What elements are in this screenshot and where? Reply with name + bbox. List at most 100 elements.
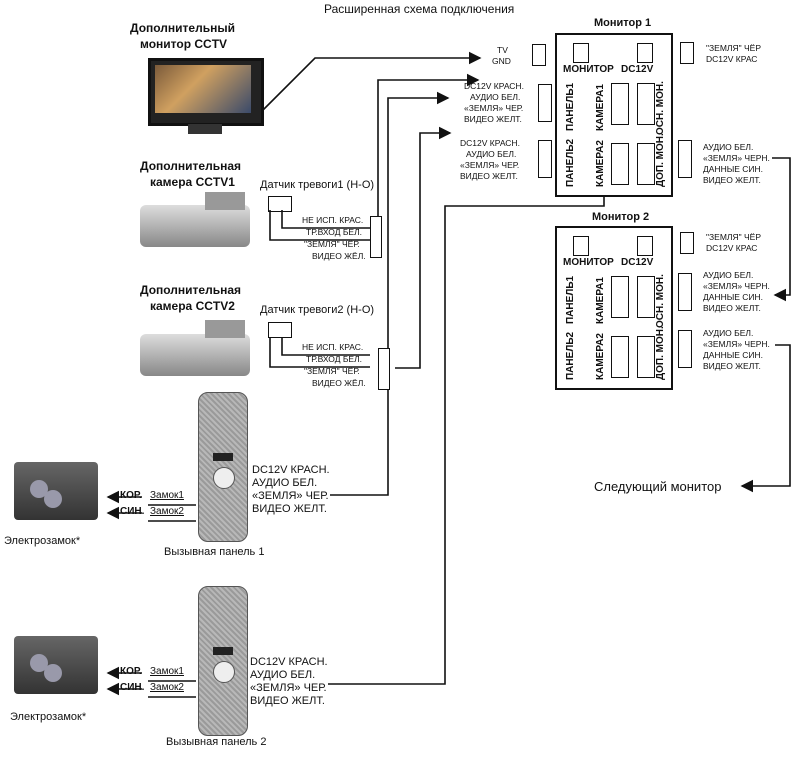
cam1-wire-0: НЕ ИСП. КРАС. (302, 215, 364, 225)
m1-p2-connector (538, 140, 552, 178)
electrolock1-image (14, 462, 98, 520)
m2-dop-w2: ДАННЫЕ СИН. (703, 350, 764, 360)
m1-dop-w3: ВИДЕО ЖЕЛТ. (703, 175, 761, 185)
m2-monitor-label: МОНИТОР (563, 257, 614, 268)
m2-camera1: КАМЕРА1 (595, 277, 606, 324)
m1-p2-w3: ВИДЕО ЖЕЛТ. (460, 171, 518, 181)
p2-z1: Замок1 (150, 666, 184, 677)
m1-dop-w0: АУДИО БЕЛ. (703, 142, 754, 152)
m2-dc-connector (680, 232, 694, 254)
p2-w3: ВИДЕО ЖЕЛТ. (250, 695, 325, 707)
m1-camera2: КАМЕРА2 (595, 140, 606, 187)
p2-w0: DC12V КРАСН. (250, 656, 328, 668)
cctv-monitor-image (148, 58, 264, 126)
m2-osn-connector (678, 273, 692, 311)
m1-camera1: КАМЕРА1 (595, 84, 606, 131)
m1-p2-w1: АУДИО БЕЛ. (466, 149, 517, 159)
m1-tv: TV (497, 45, 508, 55)
cam2-connector (378, 348, 390, 390)
m2-osn-w0: АУДИО БЕЛ. (703, 270, 754, 280)
extra-monitor-label-1: Дополнительный (130, 21, 235, 35)
lock2-label: Электрозамок* (10, 711, 87, 723)
m1-dc-w0: "ЗЕМЛЯ" ЧЁР (706, 43, 762, 53)
m1-p1-connector (538, 84, 552, 122)
m1-p1-w2: «ЗЕМЛЯ» ЧЕР. (464, 103, 524, 113)
m2-panel2: ПАНЕЛЬ2 (565, 331, 576, 380)
m2-dop-w0: АУДИО БЕЛ. (703, 328, 754, 338)
sensor1-icon (268, 196, 292, 212)
m1-p2-w2: «ЗЕМЛЯ» ЧЕР. (460, 160, 520, 170)
extra-monitor-label-2: монитор CCTV (140, 37, 228, 51)
m2-osn-mon: ОСН. МОН. (655, 274, 666, 328)
m1-dc-w1: DC12V КРАС (706, 54, 758, 64)
cam2-wire-0: НЕ ИСП. КРАС. (302, 342, 364, 352)
cam1-wire-3: ВИДЕО ЖЁЛ. (312, 251, 366, 261)
cam1-wire-2: "ЗЕМЛЯ" ЧЁР. (304, 239, 360, 249)
m2-camera2: КАМЕРА2 (595, 333, 606, 380)
m2-dop-w3: ВИДЕО ЖЕЛТ. (703, 361, 761, 371)
camera2-mount (205, 320, 245, 338)
m1-gnd: GND (492, 56, 511, 66)
m1-dop-connector (678, 140, 692, 178)
m2-dc-label: DC12V (621, 257, 654, 268)
panel2-label: Вызывная панель 2 (166, 736, 267, 748)
m2-dc-w0: "ЗЕМЛЯ" ЧЁР (706, 232, 762, 242)
p1-z1: Замок1 (150, 490, 184, 501)
p1-w0: DC12V КРАСН. (252, 464, 330, 476)
camera1-image (140, 205, 250, 247)
camera2-image (140, 334, 250, 376)
sensor2-icon (268, 322, 292, 338)
m1-dc-connector (680, 42, 694, 64)
panel1-label: Вызывная панель 1 (164, 546, 265, 558)
next-monitor-label: Следующий монитор (594, 479, 722, 494)
cam1-wire-1: ТР.ВХОД БЕЛ. (306, 227, 363, 237)
m2-dop-w1: «ЗЕМЛЯ» ЧЕРН. (703, 339, 770, 349)
camera1-label-1: Дополнительная (140, 159, 242, 173)
m1-dc-label: DC12V (621, 64, 654, 75)
electrolock2-image (14, 636, 98, 694)
camera1-mount (205, 192, 245, 210)
p1-z2: Замок2 (150, 506, 184, 517)
p1-sin: СИН. (120, 506, 145, 517)
lock1-label: Электрозамок* (4, 535, 81, 547)
m1-p1-w1: АУДИО БЕЛ. (470, 92, 521, 102)
monitor1-box: МОНИТОР DC12V ПАНЕЛЬ1 КАМЕРА1 ОСН. МОН. … (555, 33, 673, 197)
m1-panel1: ПАНЕЛЬ1 (565, 82, 576, 131)
monitor1-title: Монитор 1 (594, 17, 652, 29)
m1-osn-mon: ОСН. МОН. (655, 81, 666, 135)
m2-osn-w2: ДАННЫЕ СИН. (703, 292, 764, 302)
p1-w3: ВИДЕО ЖЕЛТ. (252, 503, 327, 515)
m1-dop-w1: «ЗЕМЛЯ» ЧЕРН. (703, 153, 770, 163)
p2-w1: АУДИО БЕЛ. (250, 669, 316, 681)
camera1-label-2: камера CCTV1 (150, 175, 235, 189)
p1-kor: КОР. (120, 490, 142, 501)
diagram-title: Расширенная схема подключения (324, 2, 515, 16)
p2-z2: Замок2 (150, 682, 184, 693)
m2-dc-w1: DC12V КРАС (706, 243, 758, 253)
call-panel1-image (198, 392, 248, 542)
cam2-wire-2: "ЗЕМЛЯ" ЧЁР. (304, 366, 360, 376)
p1-w2: «ЗЕМЛЯ» ЧЕР. (252, 490, 329, 502)
cam1-connector (370, 216, 382, 258)
monitor2-box: МОНИТОР DC12V ПАНЕЛЬ1 КАМЕРА1 ОСН. МОН. … (555, 226, 673, 390)
p1-w1: АУДИО БЕЛ. (252, 477, 318, 489)
p2-kor: КОР. (120, 666, 142, 677)
cam2-wire-3: ВИДЕО ЖЁЛ. (312, 378, 366, 388)
call-panel2-image (198, 586, 248, 736)
m1-monitor-label: МОНИТОР (563, 64, 614, 75)
m2-osn-w1: «ЗЕМЛЯ» ЧЕРН. (703, 281, 770, 291)
monitor2-title: Монитор 2 (592, 211, 650, 223)
camera2-label-1: Дополнительная (140, 283, 242, 297)
p2-w2: «ЗЕМЛЯ» ЧЕР. (250, 682, 327, 694)
camera2-label-2: камера CCTV2 (150, 299, 235, 313)
m1-panel2: ПАНЕЛЬ2 (565, 138, 576, 187)
m1-p1-w3: ВИДЕО ЖЕЛТ. (464, 114, 522, 124)
monitor-stand (188, 124, 222, 134)
m2-dop-connector (678, 330, 692, 368)
m2-osn-w3: ВИДЕО ЖЕЛТ. (703, 303, 761, 313)
cam2-wire-1: ТР.ВХОД БЕЛ. (306, 354, 363, 364)
m1-p2-w0: DC12V КРАСН. (460, 138, 520, 148)
m1-dop-w2: ДАННЫЕ СИН. (703, 164, 764, 174)
m1-tv-connector (532, 44, 546, 66)
